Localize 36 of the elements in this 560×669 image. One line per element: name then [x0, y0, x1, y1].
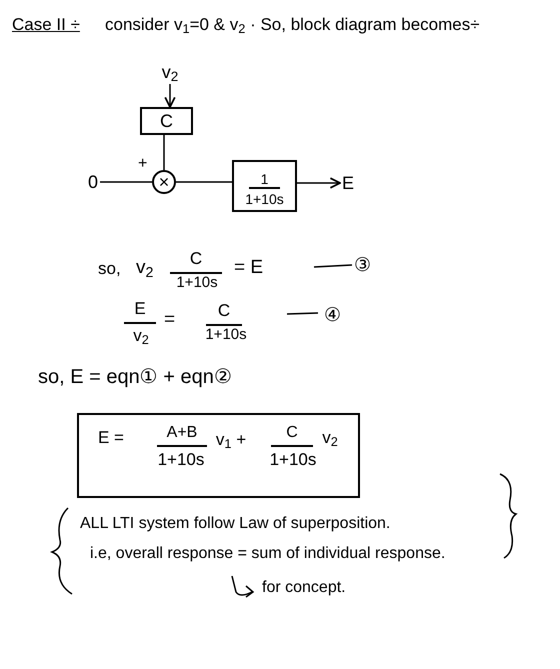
equation-text: v$_{1}$ +: [214, 429, 248, 452]
equation-text: = E: [234, 256, 264, 280]
signal-label: 0: [86, 172, 100, 192]
fraction-numerator: C: [271, 421, 313, 447]
block-box: [232, 160, 297, 212]
connector-arrow: [164, 84, 176, 108]
note-text: ALL LTI system follow Law of superposition.: [80, 514, 390, 534]
fraction-denominator: 1+10s: [204, 325, 248, 345]
equation-text: so,: [98, 258, 121, 280]
fraction-numerator: E: [124, 296, 156, 324]
equation-number: ③: [354, 254, 371, 278]
equation-text: so, E = eqn① + eqn②: [38, 365, 232, 390]
equation-text: =: [164, 308, 176, 332]
note-text: for concept.: [262, 578, 346, 598]
fraction-numerator: C: [170, 246, 222, 274]
fraction-denominator: v$_{2}$: [132, 325, 150, 348]
equation-text: v$_{2}$: [321, 427, 339, 450]
note-text: i.e, overall response = sum of individual response.: [90, 544, 446, 564]
equation-text: E =: [97, 427, 125, 449]
block-box: C: [140, 107, 193, 135]
heading-text: consider v$_{1}$=0 & v$_{2}$ · So, block diagram becomes÷: [105, 14, 480, 38]
fraction-numerator: A+B: [157, 421, 207, 447]
equation-number: ④: [324, 304, 341, 328]
equation-text: 1+10s: [269, 449, 317, 471]
signal-label: E: [340, 172, 356, 194]
title-text: Case II ÷: [12, 14, 80, 36]
variable-label: v$_{2}$: [136, 256, 154, 282]
sign-label: +: [138, 154, 148, 174]
fraction-numerator: C: [206, 298, 242, 326]
equation-text: 1+10s: [156, 449, 206, 471]
signal-label: v$_{2}$: [155, 60, 185, 84]
fraction-denominator: 1+10s: [245, 190, 284, 209]
connector-arrow: [297, 177, 341, 189]
result-box: [77, 413, 360, 498]
fraction-denominator: 1+10s: [175, 273, 219, 293]
fraction-numerator: 1: [248, 171, 280, 189]
